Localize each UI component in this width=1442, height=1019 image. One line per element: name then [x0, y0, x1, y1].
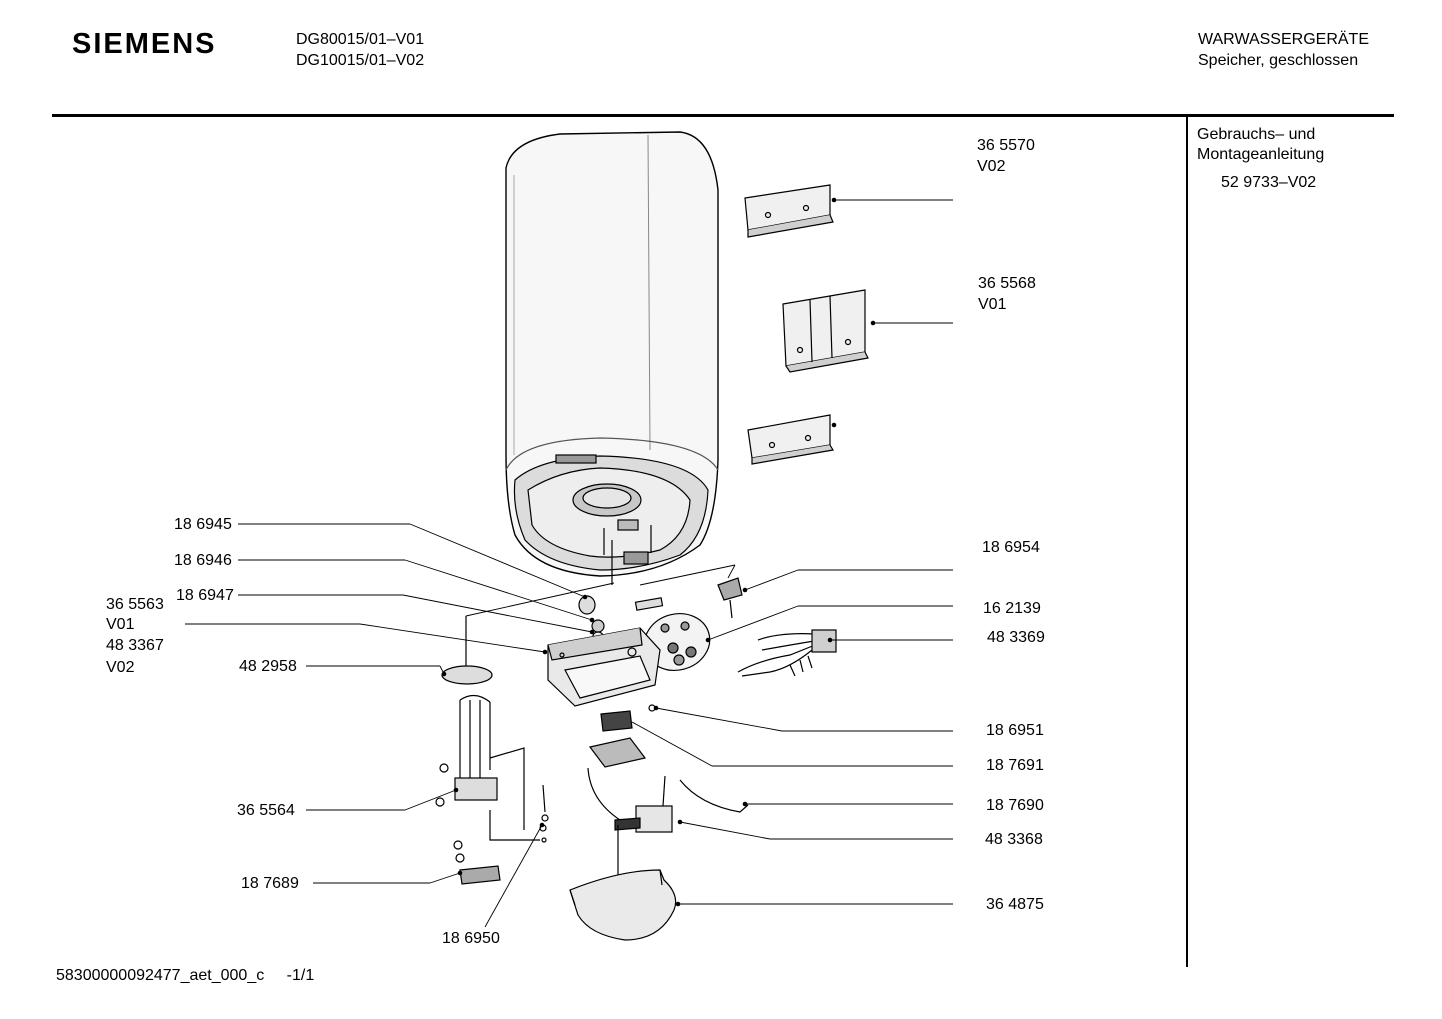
part-label-162139[interactable]: 16 2139 [983, 600, 1041, 617]
control-housing [547, 627, 661, 707]
brand-logo: SIEMENS [72, 28, 217, 60]
part-label-187691[interactable]: 18 7691 [986, 757, 1044, 774]
part-label-365564[interactable]: 36 5564 [237, 802, 295, 819]
part-label-186947[interactable]: 18 6947 [176, 587, 234, 604]
part-label-365570[interactable]: 36 5570 [977, 137, 1035, 154]
wall-bracket-top [744, 184, 834, 238]
water-heater-tank [505, 131, 719, 585]
category-title: WARWASSERGERÄTE [1198, 31, 1369, 48]
header-divider [52, 114, 1394, 117]
part-label-365568[interactable]: 36 5568 [978, 275, 1036, 292]
part-label-186950[interactable]: 18 6950 [442, 930, 500, 947]
thermostat-assembly [587, 767, 749, 885]
manual-number[interactable]: 52 9733–V02 [1221, 174, 1317, 191]
manual-title-line2: Montageanleitung [1197, 146, 1325, 163]
page-number: -1/1 [286, 967, 315, 984]
category-subtitle: Speicher, geschlossen [1198, 52, 1359, 69]
bracket-part [717, 577, 743, 619]
indicator-lamp-strip [634, 597, 664, 611]
heating-element [435, 616, 540, 885]
part-label-364875[interactable]: 36 4875 [986, 896, 1044, 913]
part-label-483368[interactable]: 48 3368 [985, 831, 1043, 848]
control-panel [643, 613, 711, 671]
wall-bracket-bottom [747, 414, 834, 465]
part-variant-365568: V01 [978, 296, 1007, 313]
sidebar-divider [1186, 117, 1188, 967]
part-label-186951[interactable]: 18 6951 [986, 722, 1044, 739]
document-id: 58300000092477_aet_000_c [56, 967, 265, 984]
part-label-186946[interactable]: 18 6946 [174, 552, 232, 569]
manual-title-line1: Gebrauchs– und [1197, 126, 1316, 143]
leader-lines [185, 199, 953, 928]
leader-dots [441, 197, 876, 907]
bottom-cover [569, 869, 677, 941]
part-label-187690[interactable]: 18 7690 [986, 797, 1044, 814]
wall-bracket-middle [782, 289, 869, 373]
part-label-186945[interactable]: 18 6945 [174, 516, 232, 533]
part-label-186954[interactable]: 18 6954 [982, 539, 1040, 556]
part-label-483367[interactable]: 48 3367 [106, 637, 164, 654]
model-number-2: DG10015/01–V02 [296, 52, 425, 69]
part-label-482958[interactable]: 48 2958 [239, 658, 297, 675]
document-footer: 58300000092477_aet_000_c -1/1 [56, 967, 314, 985]
plate-parts [588, 704, 656, 768]
part-variant-483367: V02 [106, 659, 135, 676]
model-number-1: DG80015/01–V01 [296, 31, 425, 48]
sensor-probe [539, 784, 549, 843]
part-label-365563[interactable]: 36 5563 [106, 596, 164, 613]
part-label-483369[interactable]: 48 3369 [987, 629, 1045, 646]
wiring-harness [737, 629, 837, 677]
part-variant-365563: V01 [106, 616, 135, 633]
part-label-187689[interactable]: 18 7689 [241, 875, 299, 892]
part-variant-365570: V02 [977, 158, 1006, 175]
